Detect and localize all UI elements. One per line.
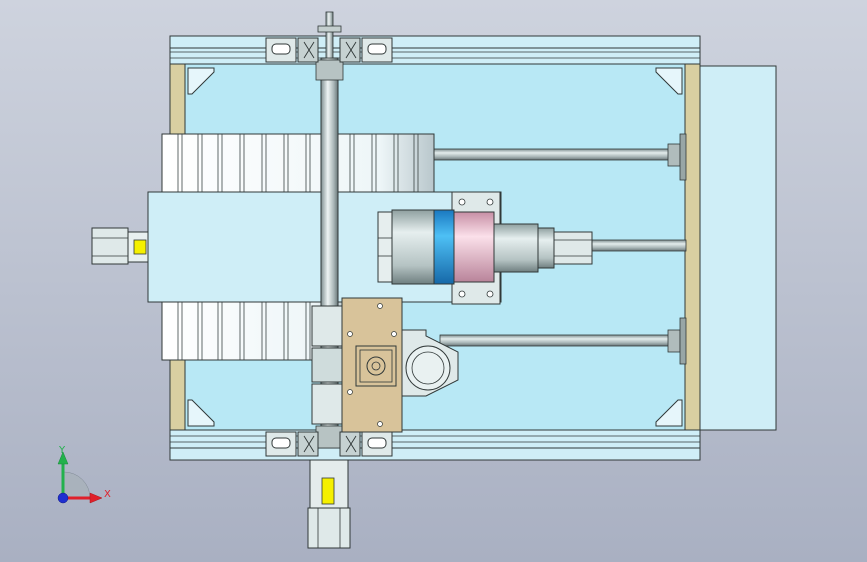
bearing-blocks[interactable] (265, 37, 393, 457)
x-axis-label: X (104, 489, 111, 500)
right-post (684, 63, 701, 431)
left-motor[interactable] (91, 227, 149, 265)
left-coupling-yellow (133, 239, 147, 255)
side-plate[interactable] (697, 65, 777, 431)
cylinder-assembly[interactable] (377, 191, 593, 305)
triad-xy-arc (63, 471, 91, 499)
corner-gussets (187, 67, 683, 427)
motor-bracket[interactable] (341, 297, 459, 433)
bottom-coupling-yellow (321, 477, 335, 505)
cylinder-blue-band (433, 209, 455, 285)
bottom-motor[interactable] (307, 459, 351, 549)
cylinder-pink-band (453, 211, 495, 283)
y-axis-label: Y (58, 445, 66, 456)
lead-screw[interactable] (311, 11, 344, 449)
guide-rods[interactable] (431, 133, 687, 365)
fin-block-top[interactable] (161, 133, 435, 193)
z-axis-dot (57, 492, 69, 504)
axis-triad[interactable]: Y X (57, 445, 111, 504)
